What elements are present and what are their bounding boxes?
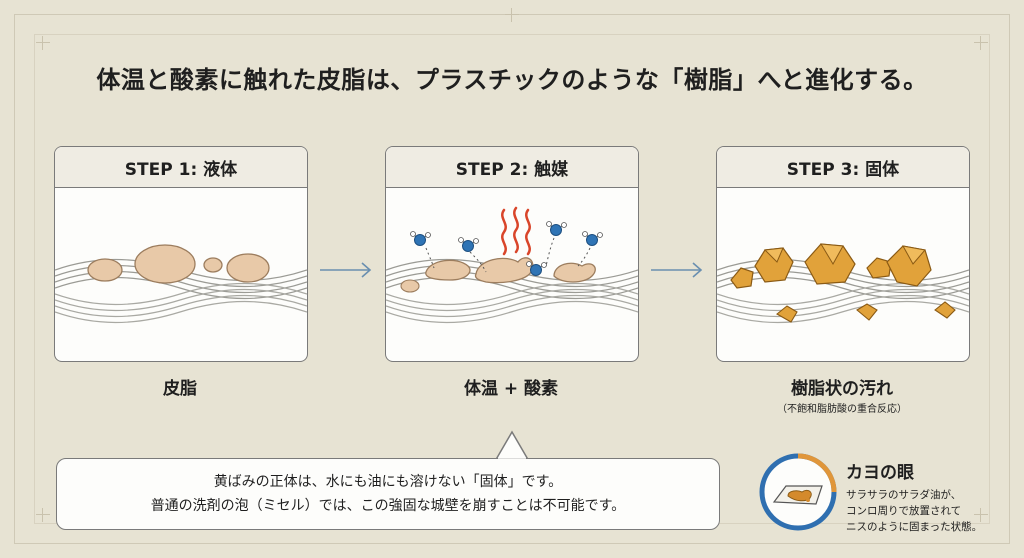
kayo-description: サラサラのサラダ油が、 コンロ周りで放置されて ニスのように固まった状態。 <box>846 487 1006 535</box>
heat-wave-icon <box>513 206 519 254</box>
kayo-line: サラサラのサラダ油が、 <box>846 489 962 501</box>
step2-label: 体温 + 酸素 <box>463 379 559 399</box>
sebum-blob <box>474 257 534 284</box>
motion-path <box>425 247 435 269</box>
step1-title: STEP 1: 液体 <box>55 147 307 188</box>
bubble-line-2: 普通の洗剤の泡（ミセル）では、この強固な城壁を崩すことは不可能です。 <box>150 498 626 514</box>
sebum-droplet <box>134 244 196 284</box>
corner-mark <box>974 36 988 50</box>
flow-arrow <box>320 262 372 278</box>
step3-label: 樹脂状の汚れ <box>791 379 893 399</box>
step2-illustration <box>386 206 638 324</box>
oxygen-molecule-icon <box>410 231 431 246</box>
sebum-droplet <box>87 258 123 282</box>
step3-illustration <box>717 243 969 324</box>
bubble-tail-cover <box>498 458 526 461</box>
flow-arrow <box>651 262 703 278</box>
step3-card: STEP 3: 固体 <box>716 146 970 362</box>
resin-crystal-facet <box>902 245 926 265</box>
sebum-droplet <box>203 257 223 273</box>
motion-path <box>545 237 555 267</box>
resin-crystal <box>856 303 878 321</box>
step3-title: STEP 3: 固体 <box>717 147 969 188</box>
sebum-droplet <box>226 253 270 283</box>
step2-title: STEP 2: 触媒 <box>386 147 638 188</box>
heat-wave-icon <box>525 208 531 256</box>
step1-card: STEP 1: 液体 <box>54 146 308 362</box>
step2-card: STEP 2: 触媒 <box>385 146 639 362</box>
oxygen-molecule-icon <box>546 221 567 236</box>
corner-mark <box>36 508 50 522</box>
sebum-blob <box>553 262 596 283</box>
top-center-mark <box>505 8 519 22</box>
bubble-line-1: 黄ばみの正体は、水にも油にも溶けない「固体」です。 <box>213 474 563 490</box>
sebum-blob <box>425 259 471 281</box>
headline: 体温と酸素に触れた皮脂は、プラスチックのような「樹脂」へと進化する。 <box>96 66 928 94</box>
kayo-line: コンロ周りで放置されて <box>846 505 962 517</box>
resin-crystal-facet <box>763 247 784 263</box>
kayo-eye-icon <box>759 453 837 531</box>
heat-wave-icon <box>501 208 507 256</box>
resin-crystal <box>934 301 956 319</box>
resin-crystal-facet <box>820 243 844 265</box>
oxygen-molecule-icon <box>582 231 603 246</box>
step1-label: 皮脂 <box>163 379 197 399</box>
step1-illustration <box>55 244 307 324</box>
explanation-bubble: 黄ばみの正体は、水にも油にも溶けない「固体」です。 普通の洗剤の泡（ミセル）では… <box>56 458 720 530</box>
kayo-line: ニスのように固まった状態。 <box>846 521 983 533</box>
corner-mark <box>36 36 50 50</box>
oxygen-molecule-icon <box>458 237 479 252</box>
corner-mark <box>974 508 988 522</box>
kayo-title: カヨの眼 <box>846 463 914 483</box>
resin-crystal <box>776 305 798 323</box>
step3-sublabel: （不飽和脂肪酸の重合反応） <box>777 404 907 415</box>
sebum-blob <box>400 279 420 293</box>
resin-crystal <box>730 267 754 289</box>
motion-path <box>577 247 591 267</box>
